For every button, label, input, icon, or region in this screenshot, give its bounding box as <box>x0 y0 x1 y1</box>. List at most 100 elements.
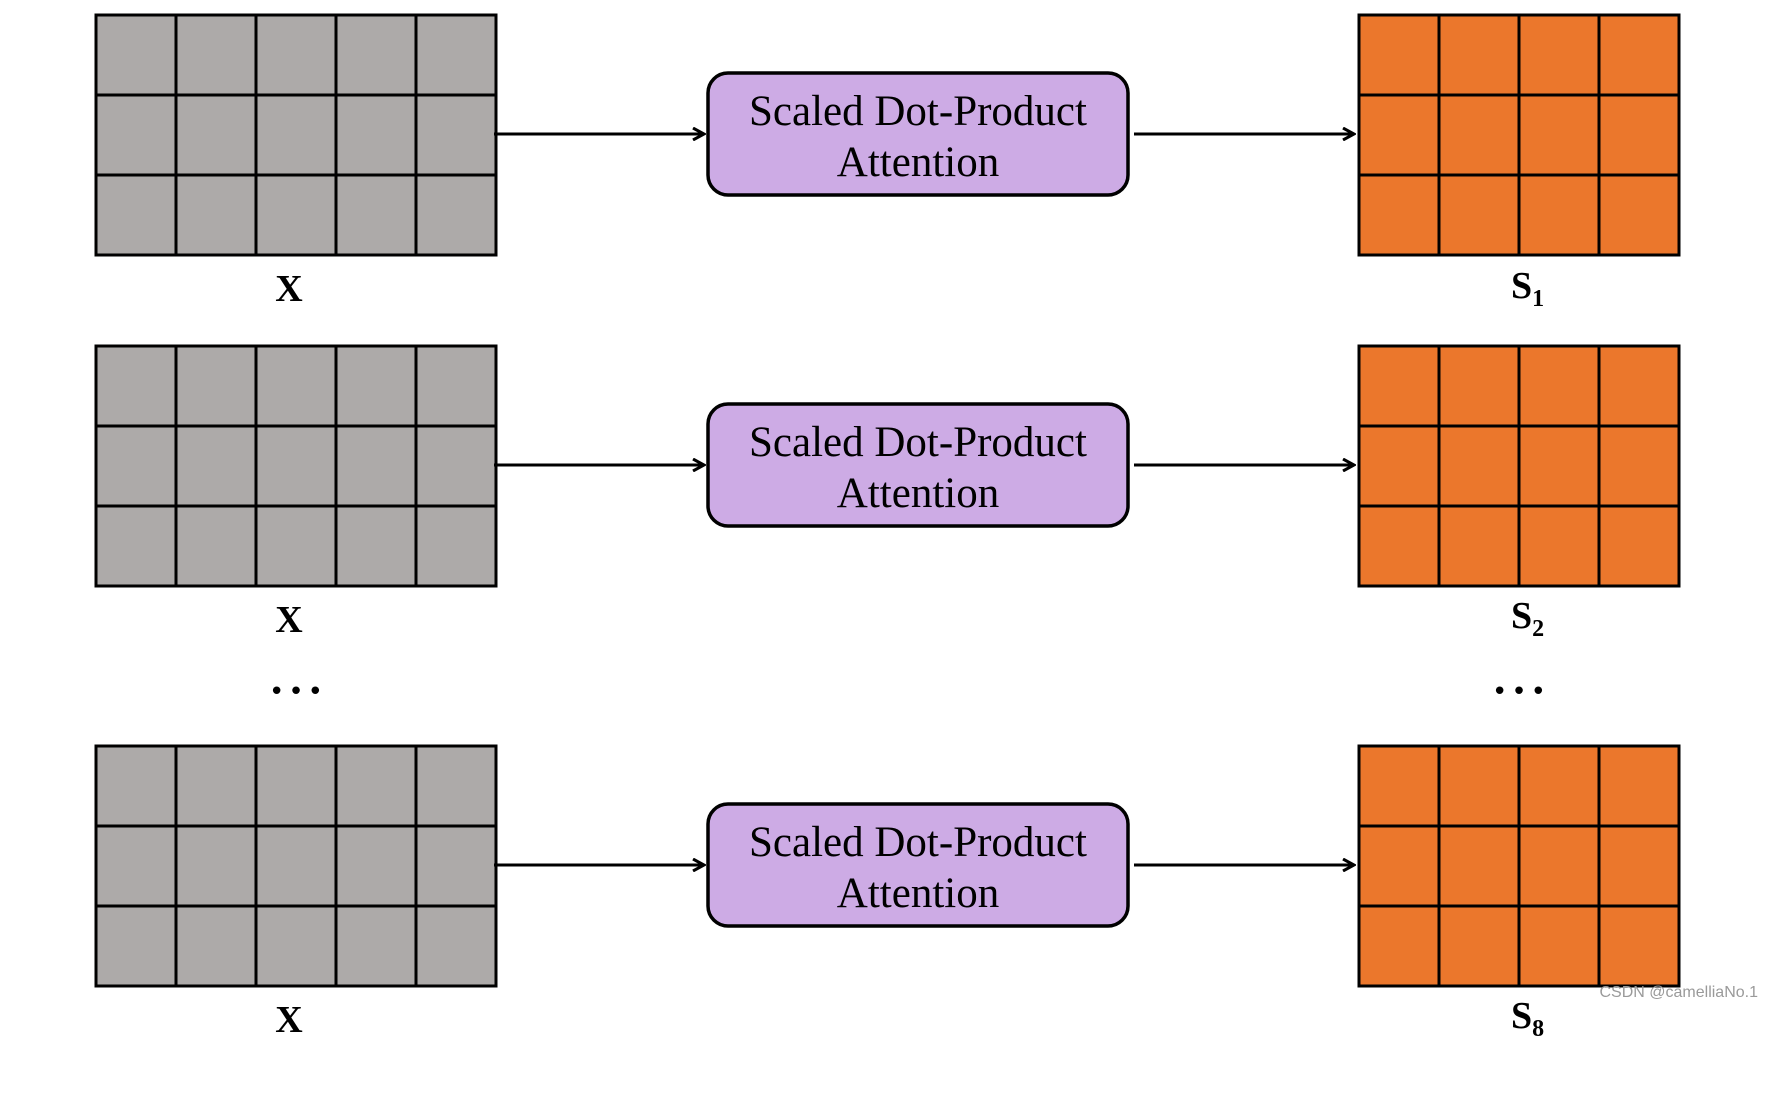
watermark: CSDN @camelliaNo.1 <box>1599 984 1758 1001</box>
matrix-cell <box>1517 424 1601 508</box>
matrix-cell <box>1357 173 1441 257</box>
matrix-cell <box>94 13 178 97</box>
matrix-cell <box>334 744 418 828</box>
matrix-cell <box>334 13 418 97</box>
matrix-cell <box>1357 13 1441 97</box>
ellipsis-right: ••• <box>1492 677 1550 707</box>
matrix-cell <box>1517 744 1601 828</box>
attention-row-1: X Scaled Dot-Product Attention S1 <box>94 13 1681 312</box>
attention-row-3: X Scaled Dot-Product Attention S8 <box>94 744 1681 1042</box>
matrix-cell <box>174 13 258 97</box>
matrix-cell <box>1437 344 1521 428</box>
matrix-cell <box>1357 824 1441 908</box>
matrix-cell <box>254 344 338 428</box>
matrix-cell <box>174 904 258 988</box>
input-matrix <box>94 744 498 988</box>
matrix-cell <box>1357 904 1441 988</box>
matrix-cell <box>1597 344 1681 428</box>
matrix-cell <box>1517 904 1601 988</box>
matrix-cell <box>1597 904 1681 988</box>
matrix-cell <box>414 93 498 177</box>
matrix-cell <box>334 904 418 988</box>
input-label: X <box>275 599 302 641</box>
matrix-cell <box>1437 904 1521 988</box>
output-label: S8 <box>1511 995 1544 1042</box>
input-label: X <box>275 268 302 310</box>
matrix-cell <box>414 824 498 908</box>
matrix-cell <box>94 904 178 988</box>
matrix-cell <box>1517 173 1601 257</box>
matrix-cell <box>94 93 178 177</box>
matrix-cell <box>1597 504 1681 588</box>
matrix-cell <box>1597 13 1681 97</box>
matrix-cell <box>254 173 338 257</box>
matrix-cell <box>174 424 258 508</box>
matrix-cell <box>254 424 338 508</box>
matrix-cell <box>1517 13 1601 97</box>
matrix-cell <box>174 173 258 257</box>
matrix-cell <box>1357 344 1441 428</box>
output-label: S2 <box>1511 595 1544 642</box>
matrix-cell <box>414 173 498 257</box>
matrix-cell <box>414 344 498 428</box>
output-matrix <box>1357 13 1681 257</box>
input-matrix <box>94 13 498 257</box>
matrix-cell <box>1357 93 1441 177</box>
attention-block-line1: Scaled Dot-Product <box>749 419 1087 466</box>
matrix-cell <box>94 824 178 908</box>
output-label: S1 <box>1511 265 1544 312</box>
matrix-cell <box>414 424 498 508</box>
matrix-cell <box>1517 504 1601 588</box>
matrix-cell <box>94 173 178 257</box>
input-matrix <box>94 344 498 588</box>
matrix-cell <box>1357 504 1441 588</box>
matrix-cell <box>94 504 178 588</box>
matrix-cell <box>414 13 498 97</box>
matrix-cell <box>1517 344 1601 428</box>
matrix-cell <box>1517 824 1601 908</box>
matrix-cell <box>1597 824 1681 908</box>
attention-block <box>706 402 1130 528</box>
matrix-cell <box>174 744 258 828</box>
matrix-cell <box>1597 744 1681 828</box>
matrix-cell <box>1437 424 1521 508</box>
matrix-cell <box>174 93 258 177</box>
input-label: X <box>275 999 302 1041</box>
matrix-cell <box>254 744 338 828</box>
matrix-cell <box>254 504 338 588</box>
matrix-cell <box>334 504 418 588</box>
matrix-cell <box>254 904 338 988</box>
matrix-cell <box>254 93 338 177</box>
matrix-cell <box>174 504 258 588</box>
attention-block-line2: Attention <box>837 470 999 517</box>
matrix-cell <box>1437 824 1521 908</box>
matrix-cell <box>414 744 498 828</box>
matrix-cell <box>1357 744 1441 828</box>
matrix-cell <box>334 424 418 508</box>
attention-block-line1: Scaled Dot-Product <box>749 819 1087 866</box>
matrix-cell <box>334 824 418 908</box>
matrix-cell <box>334 93 418 177</box>
output-matrix <box>1357 344 1681 588</box>
matrix-cell <box>334 173 418 257</box>
matrix-cell <box>94 424 178 508</box>
matrix-cell <box>1357 424 1441 508</box>
matrix-cell <box>94 744 178 828</box>
matrix-cell <box>254 13 338 97</box>
attention-block-line2: Attention <box>837 870 999 917</box>
attention-block-line2: Attention <box>837 139 999 186</box>
matrix-cell <box>1437 93 1521 177</box>
attention-block <box>706 802 1130 928</box>
matrix-cell <box>334 344 418 428</box>
matrix-cell <box>414 504 498 588</box>
matrix-cell <box>1597 173 1681 257</box>
attention-block <box>706 71 1130 197</box>
matrix-cell <box>1437 13 1521 97</box>
matrix-cell <box>1597 93 1681 177</box>
matrix-cell <box>94 344 178 428</box>
attention-block-line1: Scaled Dot-Product <box>749 88 1087 135</box>
matrix-cell <box>1437 173 1521 257</box>
matrix-cell <box>1597 424 1681 508</box>
ellipsis-left: ••• <box>269 677 327 707</box>
